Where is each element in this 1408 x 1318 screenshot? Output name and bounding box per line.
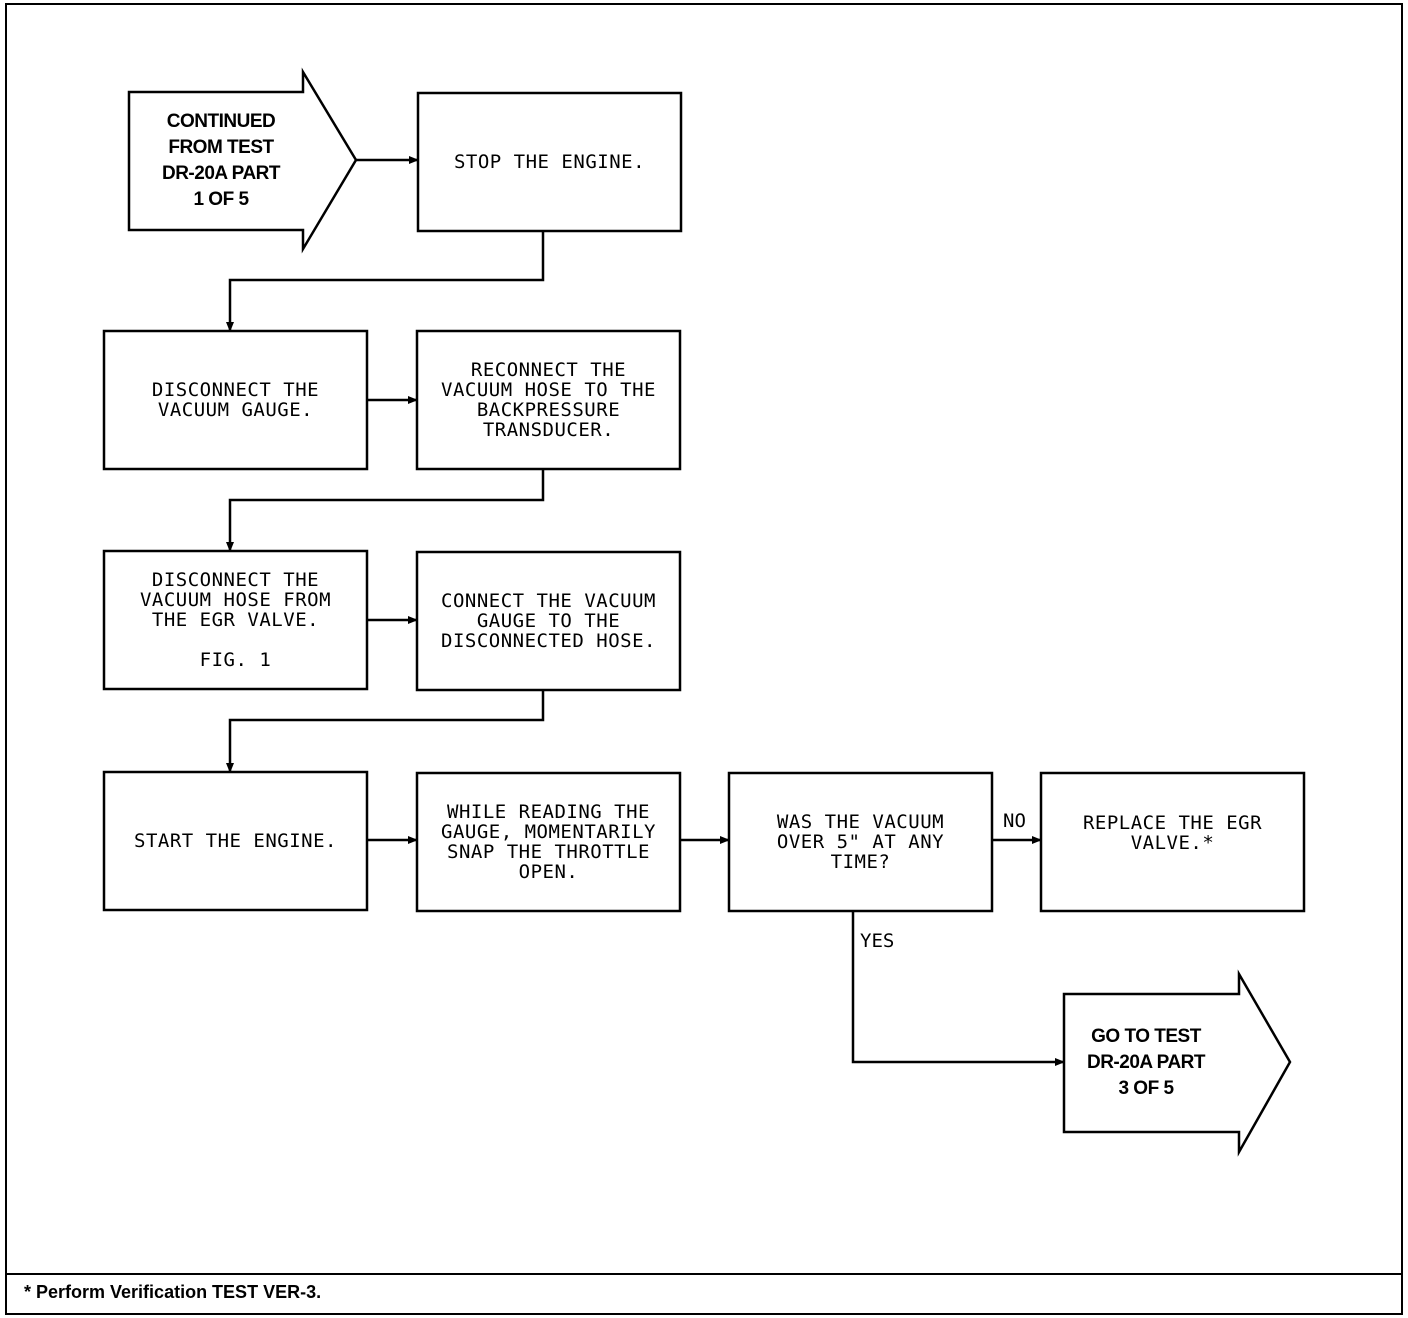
step-disconnect-gauge: DISCONNECT THE VACUUM GAUGE. — [151, 379, 320, 421]
footnote: * Perform Verification TEST VER-3. — [24, 1282, 322, 1302]
connector-connect-gauge-to-start-engine — [226, 690, 545, 773]
step-reconnect-hose: RECONNECT THE VACUUM HOSE TO THE BACKPRE… — [441, 359, 656, 441]
outer-frame — [5, 3, 1403, 1315]
decision-vacuum-over-5: WAS THE VACUUM OVER 5" AT ANY TIME? — [776, 811, 945, 873]
start-arrow-label: CONTINUED FROM TEST DR-20A PART 1 OF 5 — [161, 111, 281, 210]
step-stop-engine: STOP THE ENGINE. — [453, 151, 646, 173]
step-disconnect-hose: DISCONNECT THE VACUUM HOSE FROM THE EGR … — [106, 553, 365, 687]
step-start-engine: START THE ENGINE. — [134, 830, 337, 852]
step-connect-gauge: CONNECT THE VACUUM GAUGE TO THE DISCONNE… — [441, 590, 656, 652]
branch-yes-label: YES — [860, 930, 895, 952]
connector-reconnect-to-disconnect-hose — [226, 469, 545, 552]
connector-stop-to-disconnect-gauge — [226, 231, 545, 332]
goto-arrow-label: GO TO TEST DR-20A PART 3 OF 5 — [1086, 1026, 1206, 1099]
branch-no-label: NO — [1003, 810, 1026, 832]
goto-arrow-shape — [1062, 969, 1292, 1157]
step-snap-throttle: WHILE READING THE GAUGE, MOMENTARILY SNA… — [441, 801, 656, 883]
start-arrow-shape — [127, 67, 358, 254]
step-disconnect-hose-text: DISCONNECT THE VACUUM HOSE FROM THE EGR … — [139, 569, 332, 631]
fig-reference: FIG. 1 — [199, 649, 272, 671]
step-replace-egr: REPLACE THE EGR VALVE.* — [1082, 812, 1263, 854]
connector-decision-yes — [851, 911, 1065, 1066]
